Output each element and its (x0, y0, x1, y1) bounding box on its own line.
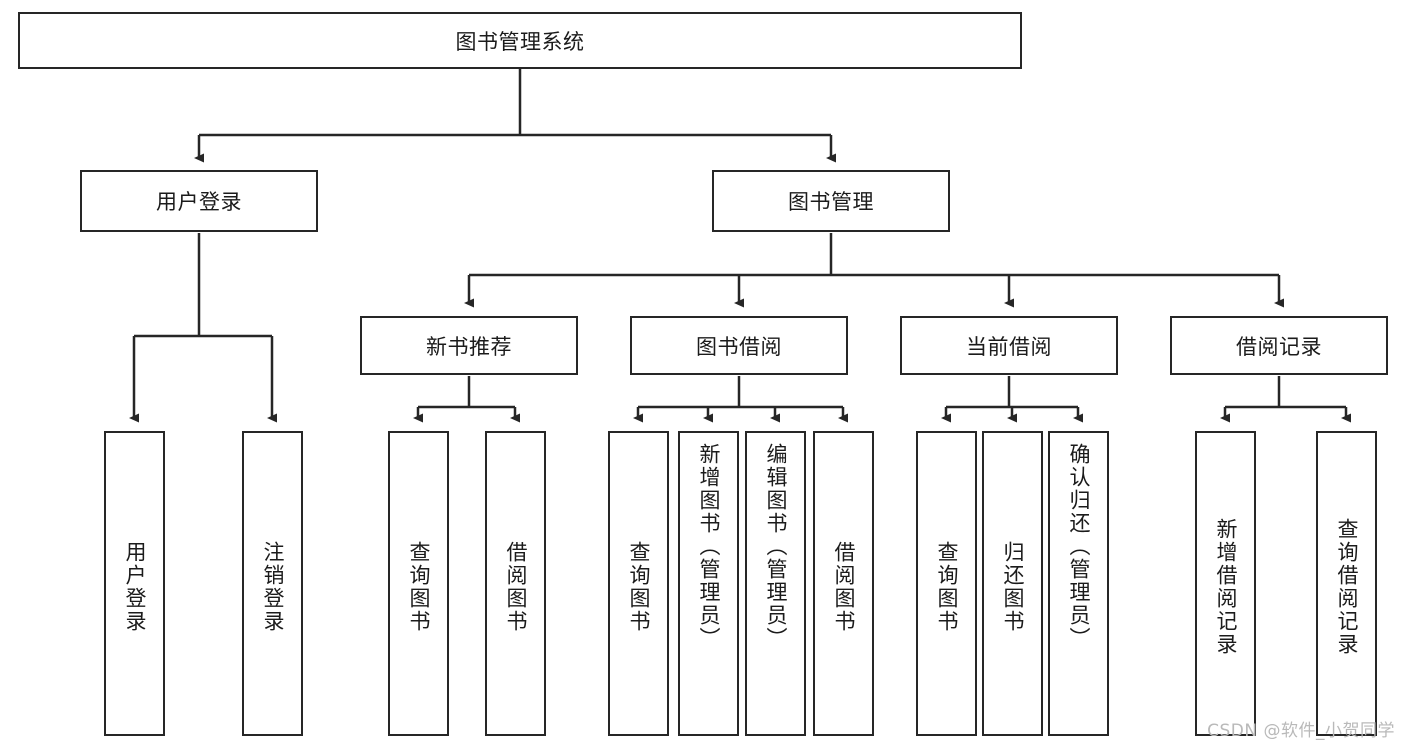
node-label: 图书借阅 (696, 334, 782, 359)
node-label: 用户登录 (122, 540, 147, 633)
node-current-borrow[interactable]: 当前借阅 (900, 316, 1118, 375)
leaf-edit-book-admin[interactable]: 编辑图书（管理员） (745, 431, 806, 736)
watermark: CSDN @软件_小贺同学 (1207, 721, 1395, 741)
vertical-text-wrap: 借阅图书 (502, 439, 529, 734)
vertical-text-wrap: 查询图书 (625, 439, 652, 734)
node-book-borrow[interactable]: 图书借阅 (630, 316, 848, 375)
node-label: 查询借阅记录 (1334, 517, 1359, 656)
vertical-text-wrap: 新增图书（管理员） (695, 439, 722, 738)
leaf-add-borrow-record[interactable]: 新增借阅记录 (1195, 431, 1256, 736)
vertical-text-wrap: 查询借阅记录 (1333, 439, 1360, 734)
vertical-text-wrap: 查询图书 (933, 439, 960, 734)
vertical-text-wrap: 注销登录 (259, 439, 286, 734)
node-book-management[interactable]: 图书管理 (712, 170, 950, 232)
node-label: 新增借阅记录 (1213, 517, 1238, 656)
leaf-confirm-return-admin[interactable]: 确认归还（管理员） (1048, 431, 1109, 736)
node-new-book-recommend[interactable]: 新书推荐 (360, 316, 578, 375)
node-root-system[interactable]: 图书管理系统 (18, 12, 1022, 69)
node-label: 借阅图书 (831, 540, 856, 633)
node-user-login[interactable]: 用户登录 (80, 170, 318, 232)
node-label: 编辑图书（管理员） (763, 443, 788, 650)
node-label: 注销登录 (260, 540, 285, 633)
node-label: 用户登录 (156, 190, 242, 214)
leaf-query-book-recommend[interactable]: 查询图书 (388, 431, 449, 736)
vertical-text-wrap: 确认归还（管理员） (1065, 439, 1092, 738)
node-borrow-record[interactable]: 借阅记录 (1170, 316, 1388, 375)
vertical-text-wrap: 查询图书 (405, 439, 432, 734)
vertical-text-wrap: 新增借阅记录 (1212, 439, 1239, 734)
node-label: 确认归还（管理员） (1066, 443, 1091, 650)
node-label: 新书推荐 (426, 334, 512, 359)
vertical-text-wrap: 归还图书 (999, 439, 1026, 734)
node-label: 借阅图书 (503, 540, 528, 633)
node-label: 图书管理系统 (455, 29, 585, 54)
leaf-query-book-current[interactable]: 查询图书 (916, 431, 977, 736)
vertical-text-wrap: 借阅图书 (830, 439, 857, 734)
node-label: 当前借阅 (966, 334, 1052, 359)
leaf-user-login[interactable]: 用户登录 (104, 431, 165, 736)
node-label: 查询图书 (406, 540, 431, 633)
leaf-borrow-book[interactable]: 借阅图书 (813, 431, 874, 736)
leaf-return-book[interactable]: 归还图书 (982, 431, 1043, 736)
vertical-text-wrap: 用户登录 (121, 439, 148, 734)
node-label: 查询图书 (934, 540, 959, 633)
leaf-logout[interactable]: 注销登录 (242, 431, 303, 736)
leaf-borrow-book-recommend[interactable]: 借阅图书 (485, 431, 546, 736)
node-label: 查询图书 (626, 540, 651, 633)
node-label: 归还图书 (1000, 540, 1025, 633)
vertical-text-wrap: 编辑图书（管理员） (762, 439, 789, 738)
node-label: 借阅记录 (1236, 334, 1322, 359)
leaf-query-book-borrow[interactable]: 查询图书 (608, 431, 669, 736)
node-label: 新增图书（管理员） (696, 443, 721, 650)
leaf-add-book-admin[interactable]: 新增图书（管理员） (678, 431, 739, 736)
leaf-query-borrow-record[interactable]: 查询借阅记录 (1316, 431, 1377, 736)
node-label: 图书管理 (788, 190, 874, 214)
